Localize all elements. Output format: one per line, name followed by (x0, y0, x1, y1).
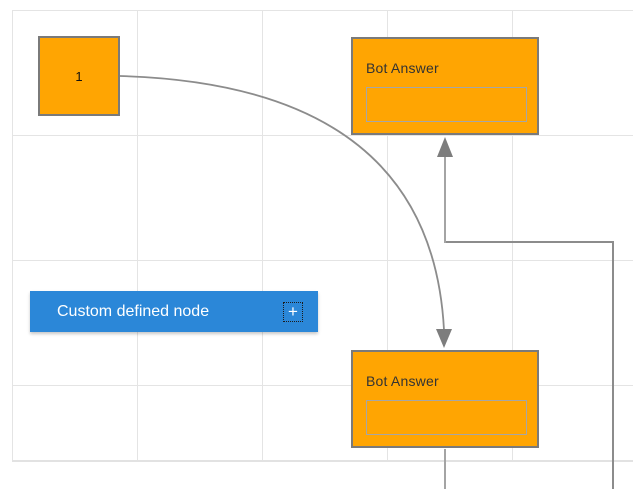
add-node-button[interactable]: + (283, 302, 303, 322)
plus-icon: + (288, 302, 298, 321)
palette-item-custom-node[interactable]: Custom defined node + (30, 291, 318, 332)
arrowhead-up-icon (437, 137, 453, 157)
palette-item-label: Custom defined node (57, 302, 210, 320)
node-start[interactable]: 1 (38, 36, 120, 116)
node-bot-answer-top[interactable]: Bot Answer (351, 37, 539, 135)
node-start-label: 1 (75, 68, 83, 84)
arrowhead-down-icon (436, 329, 452, 348)
connector-orthogonal[interactable] (437, 137, 614, 489)
node-title: Bot Answer (366, 373, 439, 389)
bot-answer-input[interactable] (366, 87, 527, 122)
node-title: Bot Answer (366, 60, 439, 76)
node-bot-answer-bottom[interactable]: Bot Answer (351, 350, 539, 448)
connector-curved[interactable] (119, 75, 452, 348)
bot-answer-input[interactable] (366, 400, 527, 435)
